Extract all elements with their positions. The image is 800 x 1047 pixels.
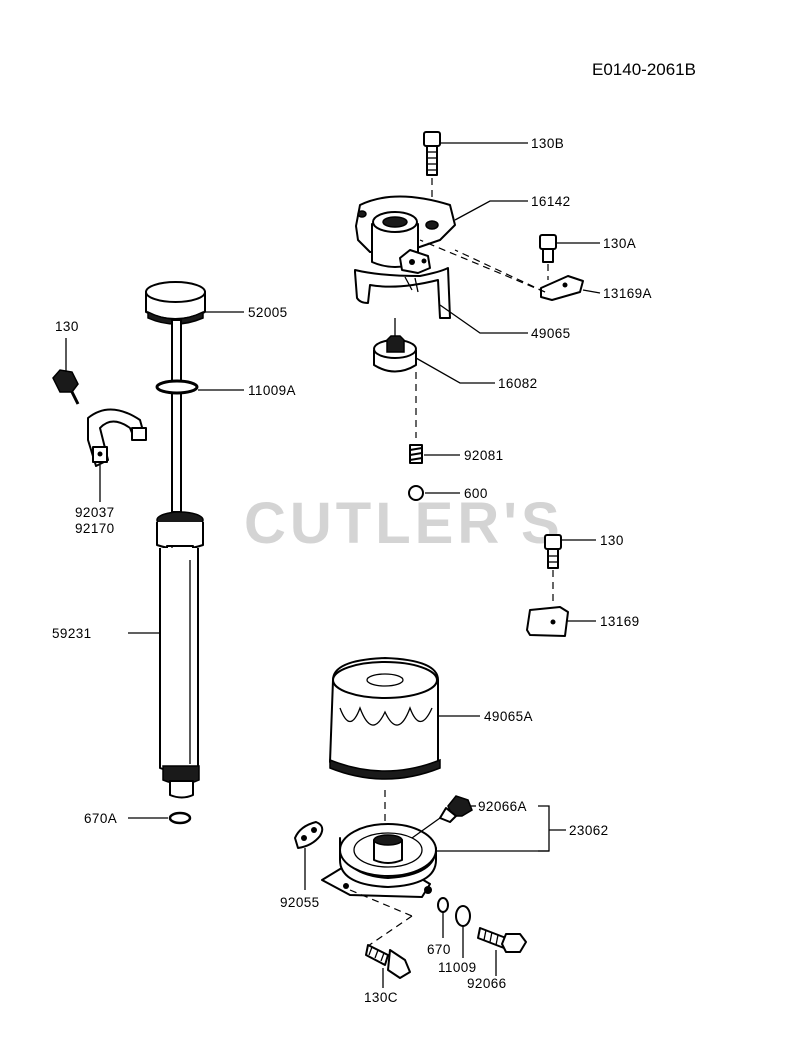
bolt-130-left[interactable] [52, 369, 80, 405]
bracket-16142[interactable] [355, 195, 456, 268]
o-ring-670A[interactable] [168, 811, 192, 825]
filler-cap-52005[interactable] [145, 281, 206, 325]
filler-tube-59231[interactable] [159, 548, 199, 773]
part-labels: 130B 16142 130A 13169A 49065 16082 92081… [52, 136, 652, 1005]
label-92037: 92037 [75, 505, 115, 520]
plug-92066A[interactable] [439, 795, 473, 823]
label-600: 600 [464, 486, 488, 501]
label-11009: 11009 [438, 960, 477, 975]
label-92081: 92081 [464, 448, 504, 463]
diagram-code: E0140-2061B [592, 60, 696, 79]
label-49065A: 49065A [484, 709, 533, 724]
plate-13169[interactable] [526, 606, 569, 637]
label-130A: 130A [603, 236, 636, 251]
oil-filter-49065A[interactable] [329, 657, 441, 780]
bolt-130A[interactable] [539, 234, 557, 263]
label-52005: 52005 [248, 305, 288, 320]
watermark: CUTLER'S [244, 491, 564, 556]
tube-bottom-fitting [162, 765, 200, 799]
oil-filler-assembly [52, 281, 206, 825]
washer-11009[interactable] [455, 905, 471, 927]
label-23062: 23062 [569, 823, 609, 838]
dipstick-rod [171, 319, 182, 513]
spring-92081[interactable] [409, 444, 423, 464]
label-16082: 16082 [498, 376, 538, 391]
filter-adapter-23062[interactable] [321, 823, 437, 898]
label-59231: 59231 [52, 626, 92, 641]
switch-16082[interactable] [373, 318, 417, 373]
ball-600[interactable] [408, 485, 424, 501]
o-ring-670[interactable] [437, 897, 449, 913]
bolt-130B[interactable] [423, 131, 441, 176]
label-13169: 13169 [600, 614, 640, 629]
label-92170: 92170 [75, 521, 115, 536]
label-92055: 92055 [280, 895, 320, 910]
leader-lines [65, 142, 601, 988]
label-13169A: 13169A [603, 286, 652, 301]
bolt-130C[interactable] [365, 944, 411, 979]
label-130C: 130C [364, 990, 398, 1005]
gasket-92055[interactable] [294, 821, 324, 849]
label-130-right: 130 [600, 533, 624, 548]
clamp-92037[interactable] [87, 408, 147, 467]
label-11009A: 11009A [248, 383, 296, 398]
switch-assembly [354, 131, 584, 637]
plate-13169A[interactable] [540, 275, 584, 301]
label-16142: 16142 [531, 194, 571, 209]
label-92066: 92066 [467, 976, 507, 991]
bolt-130-right[interactable] [544, 534, 562, 569]
o-ring-11009A[interactable] [155, 379, 199, 395]
cover-49065[interactable] [354, 249, 451, 319]
oil-filter-assembly [294, 657, 527, 979]
label-130-left: 130 [55, 319, 79, 334]
bolt-92066[interactable] [477, 927, 527, 953]
label-670: 670 [427, 942, 451, 957]
label-670A: 670A [84, 811, 117, 826]
label-49065: 49065 [531, 326, 571, 341]
label-92066A: 92066A [478, 799, 527, 814]
label-130B: 130B [531, 136, 564, 151]
